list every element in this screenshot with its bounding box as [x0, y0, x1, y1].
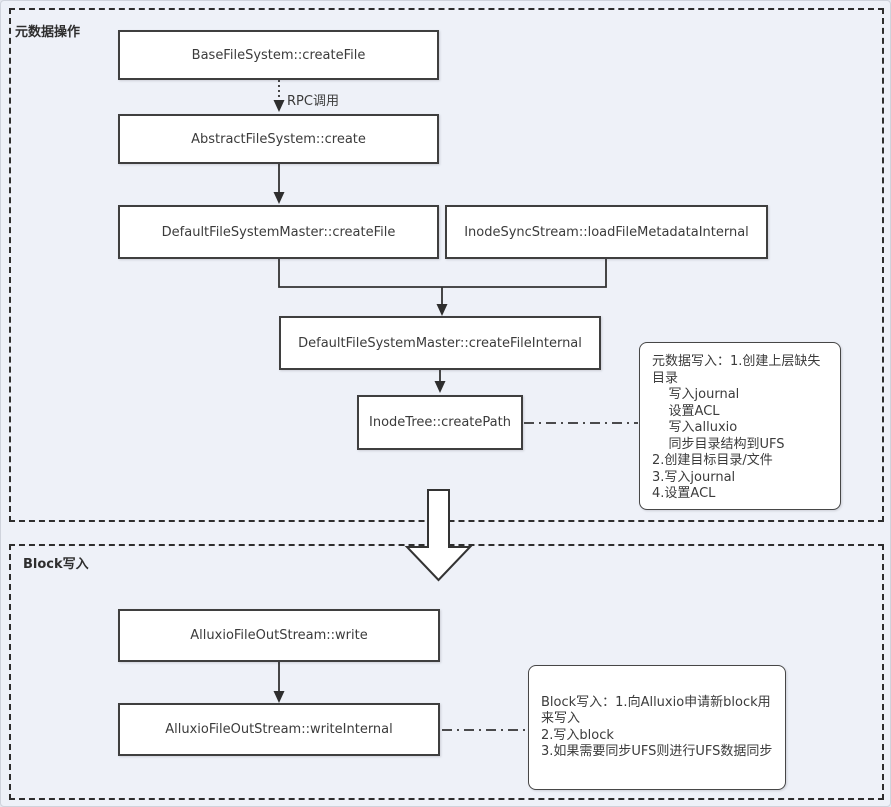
node-defaultfilesystemmaster-createfile: DefaultFileSystemMaster::createFile	[118, 205, 439, 259]
node-inodetree-createpath: InodeTree::createPath	[357, 395, 523, 450]
edge-label-rpc-call: RPC调用	[287, 94, 339, 109]
node-alluxiofileoutstream-write: AlluxioFileOutStream::write	[118, 609, 440, 662]
node-defaultfilesystemmaster-createfileinternal: DefaultFileSystemMaster::createFileInter…	[279, 316, 601, 370]
block-write-note-text: Block写入：1.向Alluxio申请新block用来写入 2.写入block…	[541, 694, 773, 760]
block-write-section-label: Block写入	[23, 557, 89, 572]
node-alluxiofileoutstream-writeinternal: AlluxioFileOutStream::writeInternal	[118, 703, 440, 756]
node-inodesyncstream-loadfilemetadatainternal: InodeSyncStream::loadFileMetadataInterna…	[445, 205, 768, 259]
metadata-write-note: 元数据写入：1.创建上层缺失目录 写入journal 设置ACL 写入allux…	[639, 342, 841, 510]
metadata-section-label: 元数据操作	[15, 25, 81, 40]
node-basefilesystem-createfile: BaseFileSystem::createFile	[118, 30, 439, 80]
block-write-note: Block写入：1.向Alluxio申请新block用来写入 2.写入block…	[528, 665, 786, 790]
node-abstractfilesystem-create: AbstractFileSystem::create	[118, 114, 439, 164]
